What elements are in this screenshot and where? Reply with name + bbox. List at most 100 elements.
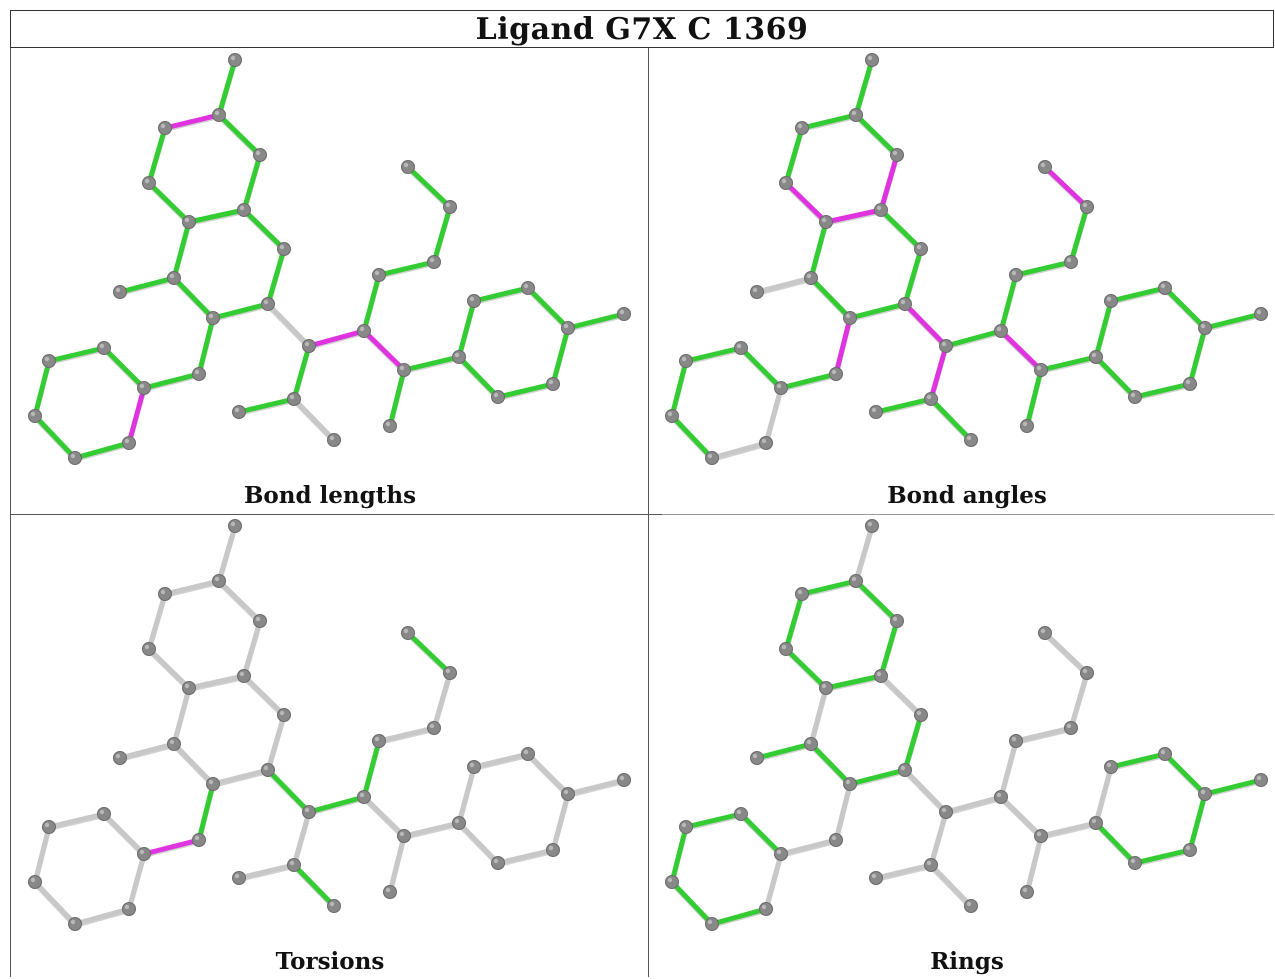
atom-highlight	[255, 616, 261, 622]
atom	[521, 747, 535, 761]
bond-outlier	[361, 328, 407, 373]
bond-normal	[808, 685, 829, 747]
atom	[849, 108, 863, 122]
atom	[452, 350, 466, 364]
atom-highlight	[797, 589, 803, 595]
atom-highlight	[1082, 668, 1088, 674]
bond-ok	[683, 345, 744, 364]
bond-normal	[241, 673, 287, 718]
atom	[113, 751, 127, 765]
bond-ok	[265, 767, 312, 815]
bond-normal	[46, 811, 107, 830]
bond-ok	[1187, 791, 1208, 853]
atom-highlight	[214, 110, 220, 116]
bond-outlier	[126, 385, 147, 446]
grid-line-left	[10, 48, 11, 977]
bond-ok	[1013, 259, 1074, 278]
atom	[1128, 390, 1142, 404]
atom	[1089, 816, 1103, 830]
bond-ok	[146, 180, 192, 225]
panel-caption: Torsions	[275, 948, 385, 975]
atom-highlight	[941, 807, 947, 813]
bond-ok	[847, 767, 908, 787]
atom	[357, 324, 371, 338]
atom	[829, 367, 843, 381]
atom-highlight	[160, 589, 166, 595]
atom-highlight	[761, 904, 767, 910]
atom-highlight	[214, 576, 220, 582]
bond-ok	[146, 125, 168, 186]
bond-ok	[171, 275, 216, 321]
atom-highlight	[876, 671, 882, 677]
molecule-diagram	[665, 53, 1268, 465]
atom	[397, 363, 411, 377]
bond-ok	[550, 325, 571, 387]
atom-highlight	[289, 394, 295, 400]
bond-ok	[46, 345, 107, 364]
atom-highlight	[454, 352, 460, 358]
atom-highlight	[1106, 296, 1112, 302]
atom	[819, 215, 833, 229]
bond-ok	[495, 381, 556, 400]
bond-normal	[1068, 670, 1090, 731]
atom-highlight	[966, 901, 972, 907]
atom-highlight	[115, 287, 121, 293]
bond-ok	[141, 371, 202, 391]
bond-ok	[72, 440, 132, 461]
panel-bond-lengths: Bond lengths	[12, 49, 648, 513]
bond-normal	[265, 712, 287, 773]
atom	[521, 281, 535, 295]
atom	[1254, 773, 1268, 787]
atom-highlight	[851, 576, 857, 582]
atom	[277, 708, 291, 722]
atom-highlight	[30, 411, 36, 417]
atom-highlight	[619, 775, 625, 781]
bond-ok	[210, 301, 271, 321]
atom	[1009, 268, 1023, 282]
bond-normal	[171, 685, 192, 747]
atom	[137, 847, 151, 861]
atom-highlight	[1091, 352, 1097, 358]
atom	[1064, 721, 1078, 735]
atom-highlight	[781, 644, 787, 650]
bond-ok	[1108, 285, 1168, 304]
atom	[287, 392, 301, 406]
atom	[357, 790, 371, 804]
bond-outlier	[823, 207, 884, 225]
atom	[491, 856, 505, 870]
atom	[1064, 255, 1078, 269]
atom-highlight	[806, 273, 812, 279]
atom-highlight	[548, 845, 554, 851]
bond-normal	[943, 794, 1004, 815]
atom-highlight	[184, 683, 190, 689]
bond-normal	[361, 794, 407, 839]
atom-highlight	[289, 860, 295, 866]
atom	[302, 339, 316, 353]
atom	[665, 875, 679, 889]
atom	[167, 737, 181, 751]
bond-normal	[72, 906, 132, 927]
bond-normal	[376, 725, 437, 744]
atom-highlight	[851, 110, 857, 116]
atom-highlight	[385, 421, 391, 427]
atom	[795, 121, 809, 135]
atom-highlight	[493, 858, 499, 864]
atom	[182, 681, 196, 695]
atom-highlight	[821, 683, 827, 689]
atom	[734, 807, 748, 821]
bond-normal	[146, 646, 192, 691]
atom	[452, 816, 466, 830]
bond-ok	[361, 738, 382, 800]
atom-highlight	[966, 435, 972, 441]
bond-normal	[525, 751, 571, 797]
bond-ok	[783, 125, 805, 186]
atom-highlight	[1022, 421, 1028, 427]
atom	[68, 917, 82, 931]
atom	[1080, 666, 1094, 680]
atom-highlight	[1066, 723, 1072, 729]
atom	[1080, 200, 1094, 214]
atom	[97, 341, 111, 355]
bond-ok	[196, 781, 216, 843]
atom	[427, 721, 441, 735]
atom	[774, 847, 788, 861]
